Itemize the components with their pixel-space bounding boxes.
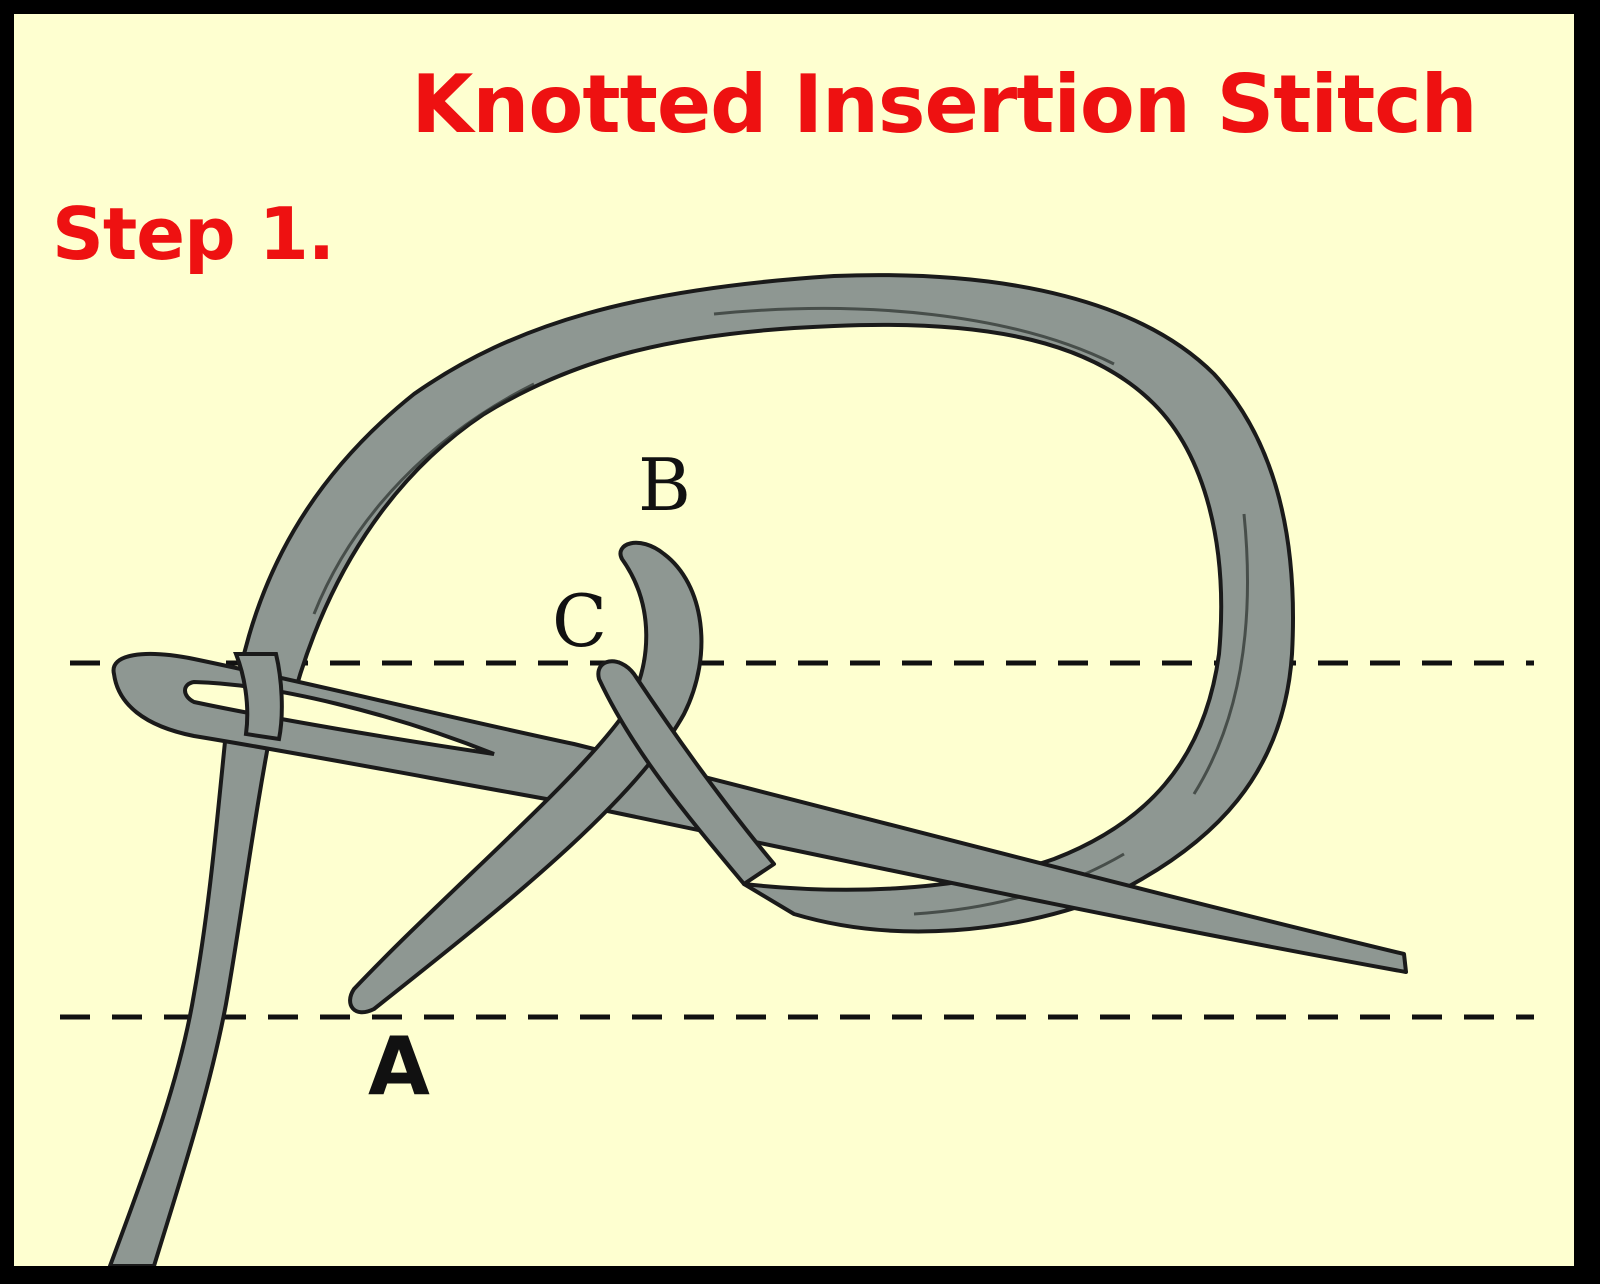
point-label-c: C <box>552 579 607 663</box>
point-label-b: B <box>638 443 691 527</box>
diagram-title: Knotted Insertion Stitch <box>411 58 1477 151</box>
thread-tail <box>108 672 278 1266</box>
diagram-canvas: Knotted Insertion Stitch Step 1. B C A <box>14 14 1574 1266</box>
loop-shading <box>312 306 1249 916</box>
stitch-c-crossing <box>596 659 776 886</box>
thread-loop <box>232 273 1295 934</box>
thread-through-eye <box>233 652 284 742</box>
point-label-a: A <box>368 1020 430 1113</box>
step-label: Step 1. <box>52 192 335 276</box>
stitch-illustration: B C A <box>60 273 1534 1266</box>
